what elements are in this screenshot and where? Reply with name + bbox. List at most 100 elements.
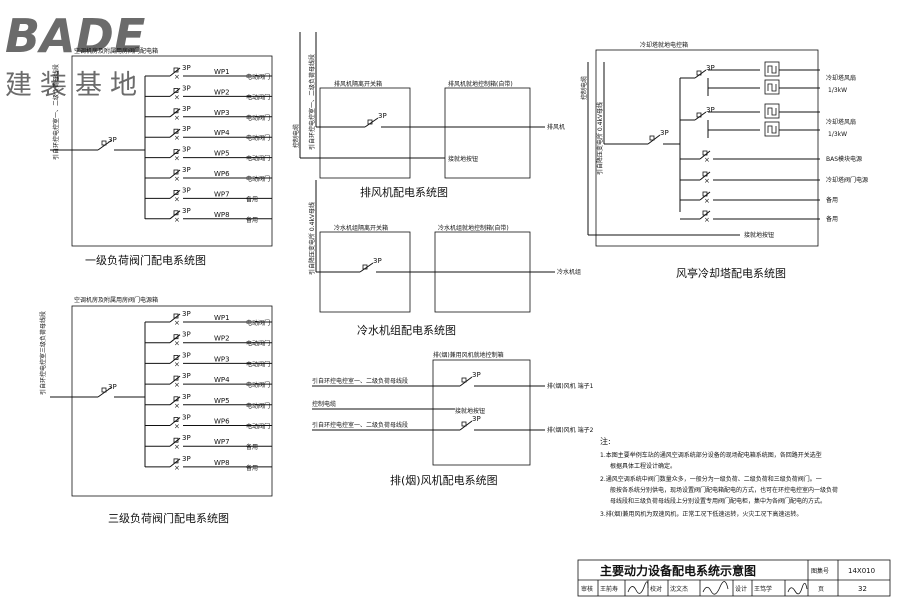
- d4-switch-label: 3P: [373, 257, 382, 265]
- circuit-load: 电动阀门: [246, 319, 270, 327]
- d5-switch2: 3P: [459, 415, 545, 431]
- d5-load2: 排(烟)风机 端子2: [547, 426, 594, 434]
- checker-name: 沈文杰: [670, 585, 688, 593]
- d3-switch-label: 3P: [378, 112, 387, 120]
- branch-switch-label: 3P: [182, 372, 191, 380]
- d5-feed2: 引自环控电控室一、二级负荷母线段: [312, 421, 408, 429]
- d6-load-b: 冷却塔风扇: [826, 118, 856, 126]
- branch-switch-label: 3P: [182, 455, 191, 463]
- d2-caption: 三级负荷阀门配电系统图: [108, 511, 229, 525]
- d6-load-c: BAS模块电源: [826, 155, 862, 163]
- circuit-load: 电动阀门: [246, 114, 270, 122]
- note-line: 根据具体工程设计确定。: [610, 462, 676, 470]
- d1-panel-title: 空调机房及附属用房阀门配电箱: [74, 47, 158, 55]
- note-line: 般按各系统分别供电，现场设置阀门配电箱配电的方式，也可在环控电控室内一级负荷: [610, 486, 838, 494]
- d6-box-title: 冷却塔就地电控箱: [640, 41, 688, 49]
- designer-name: 王笃学: [754, 585, 772, 593]
- d5-switch1-label: 3P: [472, 371, 481, 379]
- circuit-id: WP6: [214, 418, 230, 426]
- breaker-x-mark: ×: [174, 319, 180, 327]
- d2-panel-title: 空调机房及附属用房阀门电源箱: [74, 296, 158, 304]
- breaker-x-mark: ×: [174, 134, 180, 142]
- note-line: 2.通风空调系统中阀门数量众多，一般分为一级负荷、二级负荷和三级负荷阀门。一: [600, 475, 822, 483]
- circuit-load: 电动阀门: [246, 402, 270, 410]
- d2-feed-label: 引自环控电控室三级负荷母线段: [39, 311, 47, 395]
- breaker-x-mark: ×: [174, 340, 180, 348]
- d6-switch-a-label: 3P: [706, 64, 715, 72]
- branch-switch-label: 3P: [182, 84, 191, 92]
- branch-switch-label: 3P: [182, 310, 191, 318]
- d1-caption: 一级负荷阀门配电系统图: [85, 253, 206, 267]
- d6-caption: 风亭冷却塔配电系统图: [676, 266, 786, 280]
- d3-box1-title: 排风机隔离开关箱: [334, 80, 382, 88]
- breaker-x-mark: ×: [704, 216, 710, 224]
- d3-isolator-box: [319, 87, 411, 179]
- d3-box2-title: 排风机就地控制箱(自带): [448, 80, 513, 88]
- d1-main-switch-label: 3P: [108, 136, 117, 144]
- circuit-load: 电动阀门: [246, 155, 270, 163]
- design-label: 设计: [735, 585, 747, 593]
- breaker-x-mark: ×: [704, 177, 710, 185]
- circuit-id: WP6: [214, 170, 230, 178]
- d6-load-d: 冷却塔阀门电源: [826, 176, 868, 184]
- circuit-load: 电动阀门: [246, 93, 270, 101]
- d6-load-a: 冷却塔风扇: [826, 74, 856, 82]
- d4-box1-title: 冷水机组隔离开关箱: [334, 224, 388, 232]
- branch-circuit: 3P× WP2 电动阀门: [145, 331, 272, 348]
- watermark-chinese: 建装基地: [5, 70, 145, 101]
- atlas-label: 图集号: [811, 567, 829, 575]
- note-line: 1.本图主要举例车站的通风空调系统部分设备的现场配电箱系统图，各回路开关选型: [600, 451, 822, 459]
- d6-main-switch-label: 3P: [660, 129, 669, 137]
- atlas-number: 14X010: [848, 567, 875, 575]
- circuit-id: WP4: [214, 129, 230, 137]
- branch-switch-label: 3P: [182, 331, 191, 339]
- d3-terminal: 接就地按钮: [448, 155, 478, 163]
- d5-caption: 排(烟)风机配电系统图: [390, 473, 498, 487]
- d6-feed-label: 引自降压变电所 0.4kV母线: [596, 102, 604, 175]
- note-line: 3.排(烟)兼用风机为双速风机，正常工况下低速运转，火灾工况下高速运转。: [600, 510, 802, 518]
- d6-control: 控制电缆: [580, 76, 588, 100]
- d5-terminal: 接就地按钮: [455, 407, 485, 415]
- d4-load: 冷水机组: [557, 268, 581, 276]
- drawing-title: 主要动力设备配电系统示意图: [600, 563, 756, 578]
- breaker-x-mark: ×: [174, 73, 180, 81]
- cooling-fan-circuit: [708, 61, 820, 95]
- circuit-id: WP3: [214, 109, 230, 117]
- d2-panel-box: [71, 305, 273, 497]
- d3-feed-label: 引自环控电控室一、二级负荷母线段: [308, 54, 316, 150]
- circuit-load: 备用: [246, 216, 258, 224]
- circuit-id: WP7: [214, 190, 230, 198]
- breaker-x-mark: ×: [174, 443, 180, 451]
- diagram-chiller: 引自降压变电所 0.4kV母线 冷水机组隔离开关箱 冷水机组就地控制箱(自带) …: [308, 180, 581, 337]
- d4-switch: 3P: [359, 257, 555, 273]
- d3-control-cable: 控制电缆: [292, 124, 300, 148]
- d6-load-f: 备用: [826, 215, 838, 223]
- auxiliary-circuit: ×: [680, 191, 820, 205]
- diagram-cooling-tower: 冷却塔就地电控箱 控制电缆 引自降压变电所 0.4kV母线 接就地按钮 3P 3…: [580, 41, 868, 280]
- auxiliary-circuit: ×: [680, 171, 820, 185]
- circuit-load: 电动阀门: [246, 340, 270, 348]
- circuit-id: WP2: [214, 335, 230, 343]
- branch-switch-label: 3P: [182, 434, 191, 442]
- cooling-fan-circuit: [708, 103, 820, 137]
- d6-terminal: 接就地按钮: [744, 231, 774, 239]
- d5-load1: 排(烟)风机 端子1: [547, 382, 594, 390]
- circuit-id: WP2: [214, 88, 230, 96]
- d5-box-title: 排(烟)兼用风机就地控制箱: [433, 351, 504, 359]
- d4-box2-title: 冷水机组就地控制箱(自带): [438, 224, 509, 232]
- checker-signature: [702, 581, 729, 595]
- circuit-id: WP5: [214, 150, 230, 158]
- branch-switch-label: 3P: [182, 125, 191, 133]
- note-line: 母线段和三级负荷母线段上分别设置专用阀门配电柜，集中为各阀门配电的方式。: [610, 497, 826, 505]
- review-label: 审核: [581, 585, 593, 593]
- d6-switch-b: 3P: [694, 106, 715, 121]
- circuit-id: WP8: [214, 211, 230, 219]
